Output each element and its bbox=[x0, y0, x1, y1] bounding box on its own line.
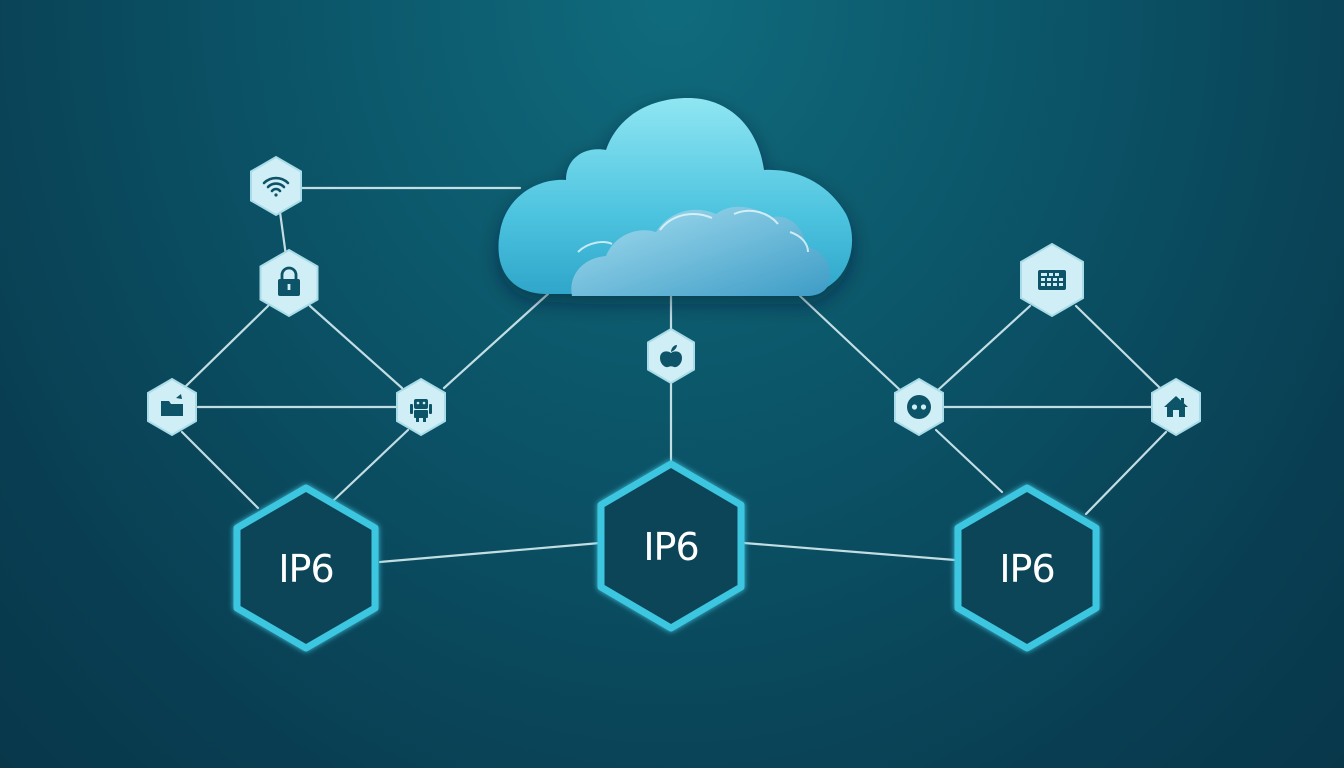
link-lock-folder bbox=[184, 304, 270, 388]
device-nodes bbox=[147, 155, 1201, 437]
node-calc[interactable] bbox=[1020, 242, 1084, 318]
android-icon bbox=[410, 399, 432, 422]
node-dots[interactable] bbox=[894, 377, 944, 437]
node-house[interactable] bbox=[1151, 377, 1201, 437]
hub-center-label: IP6 bbox=[643, 525, 698, 569]
cloud-front bbox=[571, 206, 831, 296]
home-icon bbox=[1164, 396, 1188, 417]
hub-right[interactable]: IP6 bbox=[954, 484, 1100, 652]
link-hubleft-hubcenter bbox=[378, 541, 602, 564]
hub-left-label: IP6 bbox=[278, 547, 333, 591]
node-robot[interactable] bbox=[396, 377, 446, 437]
wifi-icon bbox=[262, 176, 290, 197]
link-hubcenter-hubright bbox=[742, 541, 957, 562]
node-apple[interactable] bbox=[647, 327, 695, 385]
link-calc-house bbox=[1074, 304, 1162, 390]
link-calc-dots bbox=[936, 304, 1032, 392]
apple-icon bbox=[660, 345, 682, 368]
link-cloud-dots bbox=[798, 294, 902, 392]
cloud-highlight bbox=[577, 209, 809, 253]
folder-icon bbox=[161, 394, 183, 416]
ip6-hubs: IP6 IP6 IP6 bbox=[233, 460, 1100, 652]
node-wifi[interactable] bbox=[250, 155, 302, 217]
hub-center[interactable]: IP6 bbox=[597, 460, 745, 632]
chat-dots-icon bbox=[907, 395, 931, 419]
cloud-icon bbox=[498, 98, 853, 296]
padlock-icon bbox=[278, 266, 300, 296]
link-folder-hubleft bbox=[180, 430, 260, 510]
calculator-icon bbox=[1038, 270, 1066, 290]
hub-right-label: IP6 bbox=[999, 547, 1054, 591]
link-house-hubright bbox=[1084, 430, 1168, 516]
link-robot-cloud bbox=[442, 292, 550, 390]
link-lock-robot bbox=[308, 304, 404, 390]
link-dots-hubright bbox=[934, 428, 1004, 494]
node-lock[interactable] bbox=[259, 248, 319, 318]
connection-lines bbox=[180, 186, 1168, 564]
link-wifi-lock bbox=[278, 210, 288, 258]
node-folder[interactable] bbox=[147, 377, 197, 437]
link-robot-hubleft bbox=[332, 428, 410, 502]
hub-left[interactable]: IP6 bbox=[233, 484, 379, 652]
